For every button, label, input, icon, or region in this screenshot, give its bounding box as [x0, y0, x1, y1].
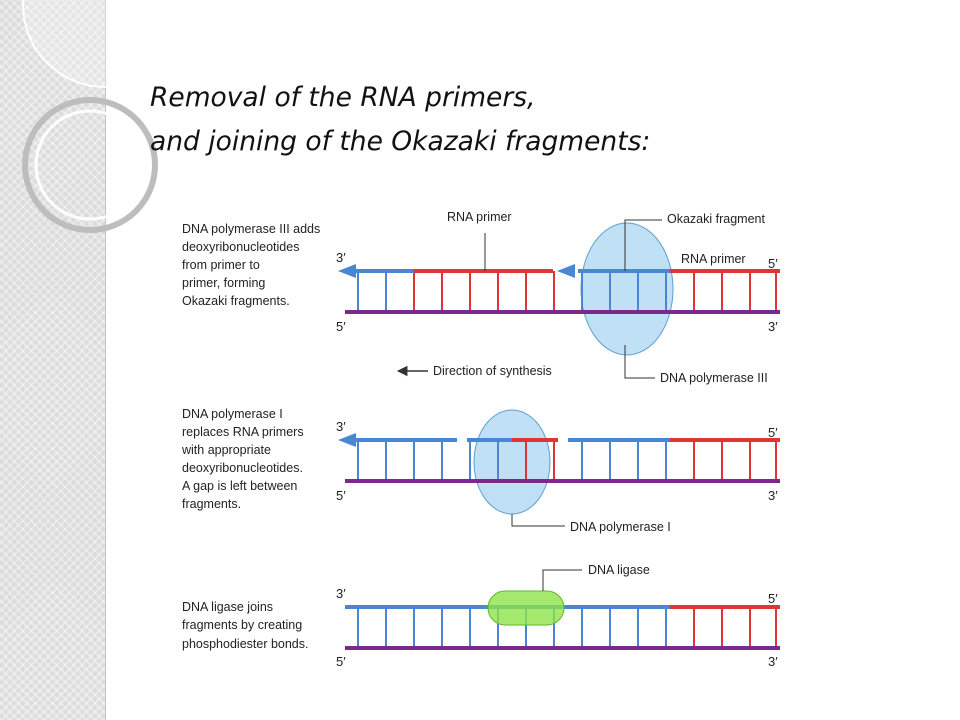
- three-prime-label: 3′: [336, 419, 346, 434]
- panel2-desc-line: replaces RNA primers: [182, 425, 304, 439]
- synthesis-arrowhead: [338, 433, 356, 447]
- panel-3: DNA ligase joins fragments by creating p…: [182, 563, 780, 669]
- okazaki-fragment-label: Okazaki fragment: [667, 212, 765, 226]
- panel1-desc-line: Okazaki fragments.: [182, 294, 290, 308]
- five-prime-label: 5′: [768, 425, 778, 440]
- title-line-2: and joining of the Okazaki fragments:: [150, 126, 651, 157]
- polymerase-iii-leader: [624, 345, 655, 379]
- three-prime-label: 3′: [768, 488, 778, 503]
- panel2-desc-line: A gap is left between: [182, 479, 297, 493]
- three-prime-label: 3′: [768, 319, 778, 334]
- panel-1: DNA polymerase III adds deoxyribonucleot…: [182, 210, 780, 385]
- decorative-circles: [22, 0, 160, 233]
- panel1-desc-line: DNA polymerase III adds: [182, 222, 320, 236]
- rna-primer-right-label: RNA primer: [681, 252, 746, 266]
- title-line-1: Removal of the RNA primers,: [150, 82, 536, 113]
- dna-polymerase-i-blob: [473, 409, 551, 515]
- panel2-description: DNA polymerase I replaces RNA primers wi…: [181, 407, 307, 511]
- three-prime-label: 3′: [768, 654, 778, 669]
- ligase-leader: [542, 569, 582, 591]
- panel2-desc-line: fragments.: [182, 497, 241, 511]
- dna-ligase-label: DNA ligase: [588, 563, 650, 577]
- five-prime-label: 5′: [768, 591, 778, 606]
- three-prime-label: 3′: [336, 250, 346, 265]
- five-prime-label: 5′: [336, 488, 346, 503]
- panel1-description: DNA polymerase III adds deoxyribonucleot…: [182, 222, 324, 308]
- panel-2: DNA polymerase I replaces RNA primers wi…: [181, 407, 780, 534]
- okazaki-leader: [624, 219, 662, 271]
- dna-polymerase-iii-label: DNA polymerase III: [660, 371, 768, 385]
- panel2-strand: [338, 433, 780, 483]
- panel2-desc-line: with appropriate: [181, 443, 271, 457]
- five-prime-label: 5′: [768, 256, 778, 271]
- panel1-desc-line: from primer to: [182, 258, 260, 272]
- synthesis-arrowhead: [338, 264, 356, 278]
- synthesis-arrowhead: [557, 264, 575, 278]
- rna-primer-label: RNA primer: [447, 210, 512, 224]
- panel1-strand: [338, 264, 780, 314]
- panel1-desc-line: deoxyribonucleotides: [182, 240, 299, 254]
- five-prime-label: 5′: [336, 319, 346, 334]
- panel3-desc-line: DNA ligase joins: [182, 600, 273, 614]
- side-decoration-panel: [0, 0, 160, 720]
- decor-ring-inner: [34, 109, 146, 221]
- decor-circle-large: [22, 0, 160, 88]
- panel3-desc-line: phosphodiester bonds.: [182, 637, 308, 651]
- polymerase-i-leader: [511, 514, 565, 527]
- direction-of-synthesis-label: Direction of synthesis: [433, 364, 552, 378]
- panel1-desc-line: primer, forming: [182, 276, 265, 290]
- dna-polymerase-iii-blob: [580, 222, 674, 356]
- panel3-description: DNA ligase joins fragments by creating p…: [182, 600, 308, 651]
- panel2-desc-line: DNA polymerase I: [182, 407, 283, 421]
- panel2-desc-line: deoxyribonucleotides.: [182, 461, 303, 475]
- three-prime-label: 3′: [336, 586, 346, 601]
- dna-ligase-blob: [487, 590, 565, 626]
- panel3-desc-line: fragments by creating: [182, 618, 302, 632]
- decor-ring-outer: [22, 97, 158, 233]
- five-prime-label: 5′: [336, 654, 346, 669]
- dna-polymerase-i-label: DNA polymerase I: [570, 520, 671, 534]
- slide-title: Removal of the RNA primers, and joining …: [150, 76, 650, 164]
